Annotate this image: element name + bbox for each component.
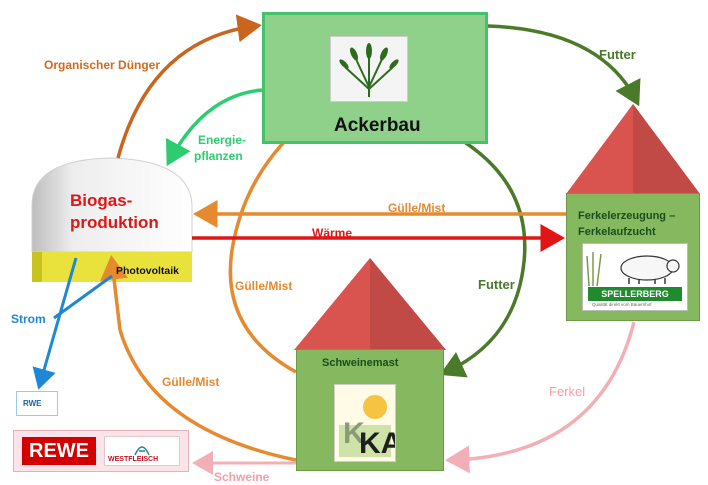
arrow-futter-mid	[439, 126, 527, 378]
label-organischer-duenger: Organischer Dünger	[44, 58, 161, 72]
label-guelle-mist-mid: Gülle/Mist	[235, 279, 293, 293]
photovoltaik-label: Photovoltaik	[116, 265, 180, 277]
rwe-label: RWE	[23, 399, 42, 408]
ka-logo: K KA	[334, 384, 402, 462]
label-ferkel: Ferkel	[549, 384, 586, 399]
svg-text:K: K	[343, 417, 365, 450]
spellerberg-badge: SPELLERBERG	[588, 287, 682, 301]
ka-logo-text: KA	[359, 427, 395, 460]
label-energiepflanzen-line1: Energie-	[198, 133, 247, 147]
label-guelle-mist-low: Gülle/Mist	[162, 375, 220, 389]
label-energiepflanzen: Energie- pflanzen	[194, 132, 246, 164]
label-schweine: Schweine	[214, 470, 270, 484]
pig-icon	[586, 252, 680, 287]
photovoltaic-band-edge	[32, 252, 42, 282]
arrow-organischer-duenger	[116, 14, 262, 159]
westfleisch-logo	[104, 436, 180, 466]
label-strom: Strom	[11, 312, 46, 326]
ferkel-roof-shade	[633, 104, 700, 194]
biogas-dome	[31, 157, 193, 253]
arrow-energiepflanzen	[165, 88, 263, 167]
label-futter-top: Futter	[599, 47, 636, 62]
label-waerme: Wärme	[312, 226, 353, 240]
arrow-futter-top	[487, 24, 641, 107]
rewe-logo: REWE	[22, 437, 96, 465]
biogas-title-line1: Biogas-	[70, 191, 133, 210]
arrow-guelle-mist-low	[100, 255, 297, 462]
westfleisch-label: WESTFLEISCH	[108, 456, 159, 463]
arrow-strom	[32, 257, 78, 390]
rwe-logo	[16, 391, 58, 416]
label-guelle-mist-top: Gülle/Mist	[388, 201, 446, 215]
ferkel-title: Ferkelerzeugung – Ferkelaufzucht	[578, 208, 675, 240]
arrow-guelle-mist-mid	[228, 113, 316, 374]
arrow-ferkel	[445, 321, 636, 474]
biogas-title: Biogas- produktion	[70, 190, 159, 234]
ferkel-title-line2: Ferkelaufzucht	[578, 226, 656, 238]
mast-roof-shade	[370, 258, 446, 350]
label-futter-mid: Futter	[478, 277, 515, 292]
label-energiepflanzen-line2: pflanzen	[194, 149, 243, 163]
biogas-title-line2: produktion	[70, 213, 159, 232]
schweinemast-title: Schweinemast	[322, 357, 399, 369]
ferkel-title-line1: Ferkelerzeugung –	[578, 210, 676, 222]
line-photovoltaik-strom	[53, 274, 113, 320]
spellerberg-tagline: Qualität direkt vom Bauernhof	[592, 302, 652, 307]
wheat-icon	[330, 36, 408, 102]
ackerbau-title: Ackerbau	[334, 115, 421, 136]
